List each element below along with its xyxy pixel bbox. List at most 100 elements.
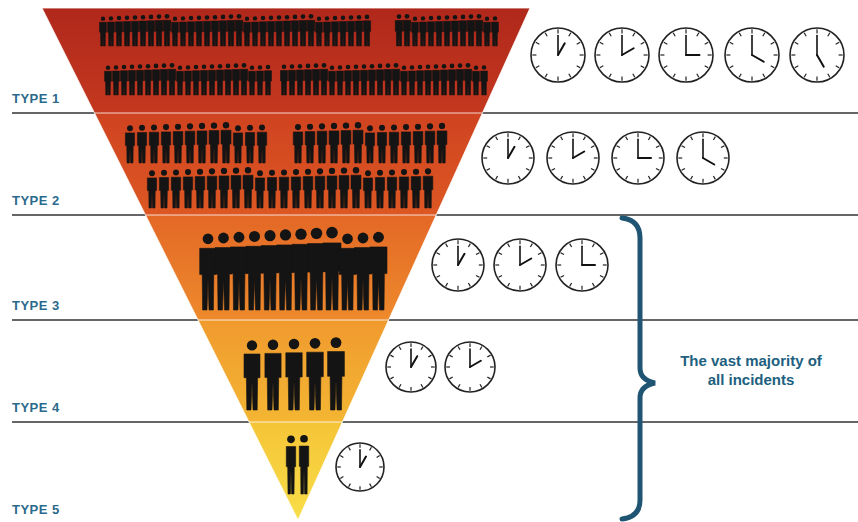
person-head bbox=[354, 65, 359, 70]
clocks bbox=[531, 28, 844, 82]
clock-hand bbox=[621, 36, 623, 55]
person-body bbox=[316, 22, 323, 46]
clock-tick bbox=[390, 355, 393, 357]
type-label: TYPE 3 bbox=[12, 298, 60, 313]
clock-tick bbox=[337, 466, 341, 467]
clock-tick bbox=[659, 157, 663, 158]
person-body bbox=[155, 21, 162, 47]
clock-tick bbox=[490, 366, 494, 367]
clock-face bbox=[677, 132, 729, 184]
clock-tick bbox=[577, 42, 581, 44]
clock-tick bbox=[390, 377, 393, 379]
person-head bbox=[218, 64, 223, 69]
clock-tick bbox=[603, 264, 607, 265]
clock-icon bbox=[386, 342, 436, 392]
clock-tick bbox=[600, 66, 604, 68]
person-body bbox=[193, 71, 200, 95]
person-body bbox=[209, 131, 219, 163]
clock-tick bbox=[596, 54, 600, 55]
person-body bbox=[409, 71, 416, 95]
person-head bbox=[330, 65, 334, 69]
person-head bbox=[290, 64, 295, 69]
person-head bbox=[425, 168, 431, 174]
person-head bbox=[413, 169, 419, 175]
person-body bbox=[173, 132, 183, 163]
person-body bbox=[137, 70, 144, 95]
person-body bbox=[160, 70, 167, 96]
clock-face bbox=[595, 28, 649, 82]
clock-hand bbox=[686, 54, 700, 56]
row-rule bbox=[12, 421, 858, 423]
clock-tick bbox=[538, 253, 541, 255]
clock-tick bbox=[479, 264, 483, 265]
person-head bbox=[269, 170, 275, 176]
clock-tick bbox=[591, 168, 594, 170]
clock-tick bbox=[518, 176, 520, 179]
clock-hand bbox=[558, 43, 565, 55]
person-head bbox=[268, 339, 278, 349]
person-body bbox=[361, 70, 368, 95]
clock-tick bbox=[839, 54, 843, 55]
incident-type-band: TYPE 2 bbox=[0, 113, 858, 215]
clock-icon bbox=[432, 239, 484, 291]
person-head bbox=[163, 124, 169, 130]
clock-face bbox=[494, 239, 546, 291]
person-body bbox=[231, 176, 241, 208]
clock-face bbox=[790, 28, 844, 82]
person-head bbox=[397, 14, 402, 19]
row-rules bbox=[12, 113, 858, 422]
clock-tick bbox=[774, 54, 778, 55]
person-body bbox=[384, 70, 391, 96]
person-head bbox=[410, 65, 414, 69]
clock-tick bbox=[446, 283, 448, 286]
person-body bbox=[425, 131, 435, 163]
clock-tick bbox=[519, 240, 520, 244]
people-silhouettes bbox=[244, 337, 344, 410]
band-shape bbox=[0, 422, 858, 522]
person-body bbox=[365, 133, 374, 163]
person-body bbox=[292, 244, 310, 310]
clock-icon bbox=[556, 239, 608, 291]
clock-tick bbox=[795, 42, 799, 44]
person-body bbox=[317, 131, 327, 163]
clock-tick bbox=[340, 477, 343, 479]
person-head bbox=[493, 16, 497, 20]
clock-tick bbox=[682, 146, 685, 148]
clock-tick bbox=[702, 179, 703, 183]
person-body bbox=[159, 178, 168, 209]
person-body bbox=[188, 22, 195, 46]
clock-tick bbox=[697, 74, 699, 78]
person-head bbox=[226, 64, 231, 69]
clock-tick bbox=[487, 355, 490, 357]
person-head bbox=[106, 65, 110, 69]
clock-tick bbox=[697, 33, 699, 37]
person-head bbox=[233, 167, 239, 173]
person-body bbox=[231, 247, 248, 310]
triangle-band bbox=[198, 320, 389, 422]
person-body bbox=[420, 22, 427, 46]
person-head bbox=[221, 168, 227, 174]
person-body bbox=[257, 71, 264, 95]
clock-tick bbox=[545, 33, 547, 37]
clock-tick bbox=[569, 33, 571, 37]
person-body bbox=[224, 70, 231, 95]
person-head bbox=[469, 14, 474, 19]
person-head bbox=[485, 16, 489, 20]
person-body bbox=[100, 22, 107, 46]
person-head bbox=[247, 125, 253, 131]
person-head bbox=[367, 125, 373, 131]
clock-tick bbox=[621, 29, 622, 33]
person-head bbox=[434, 64, 439, 69]
person-head bbox=[341, 167, 347, 173]
clock-tick bbox=[458, 384, 460, 387]
person-body bbox=[417, 71, 424, 95]
person-body bbox=[403, 20, 410, 46]
person-body bbox=[196, 22, 203, 47]
clock-hand bbox=[508, 147, 515, 158]
person-head bbox=[405, 14, 410, 19]
clock-tick bbox=[656, 146, 659, 148]
clock-face bbox=[336, 443, 384, 491]
person-head bbox=[413, 16, 417, 20]
person-head bbox=[310, 338, 321, 349]
clock-hand bbox=[572, 139, 574, 158]
